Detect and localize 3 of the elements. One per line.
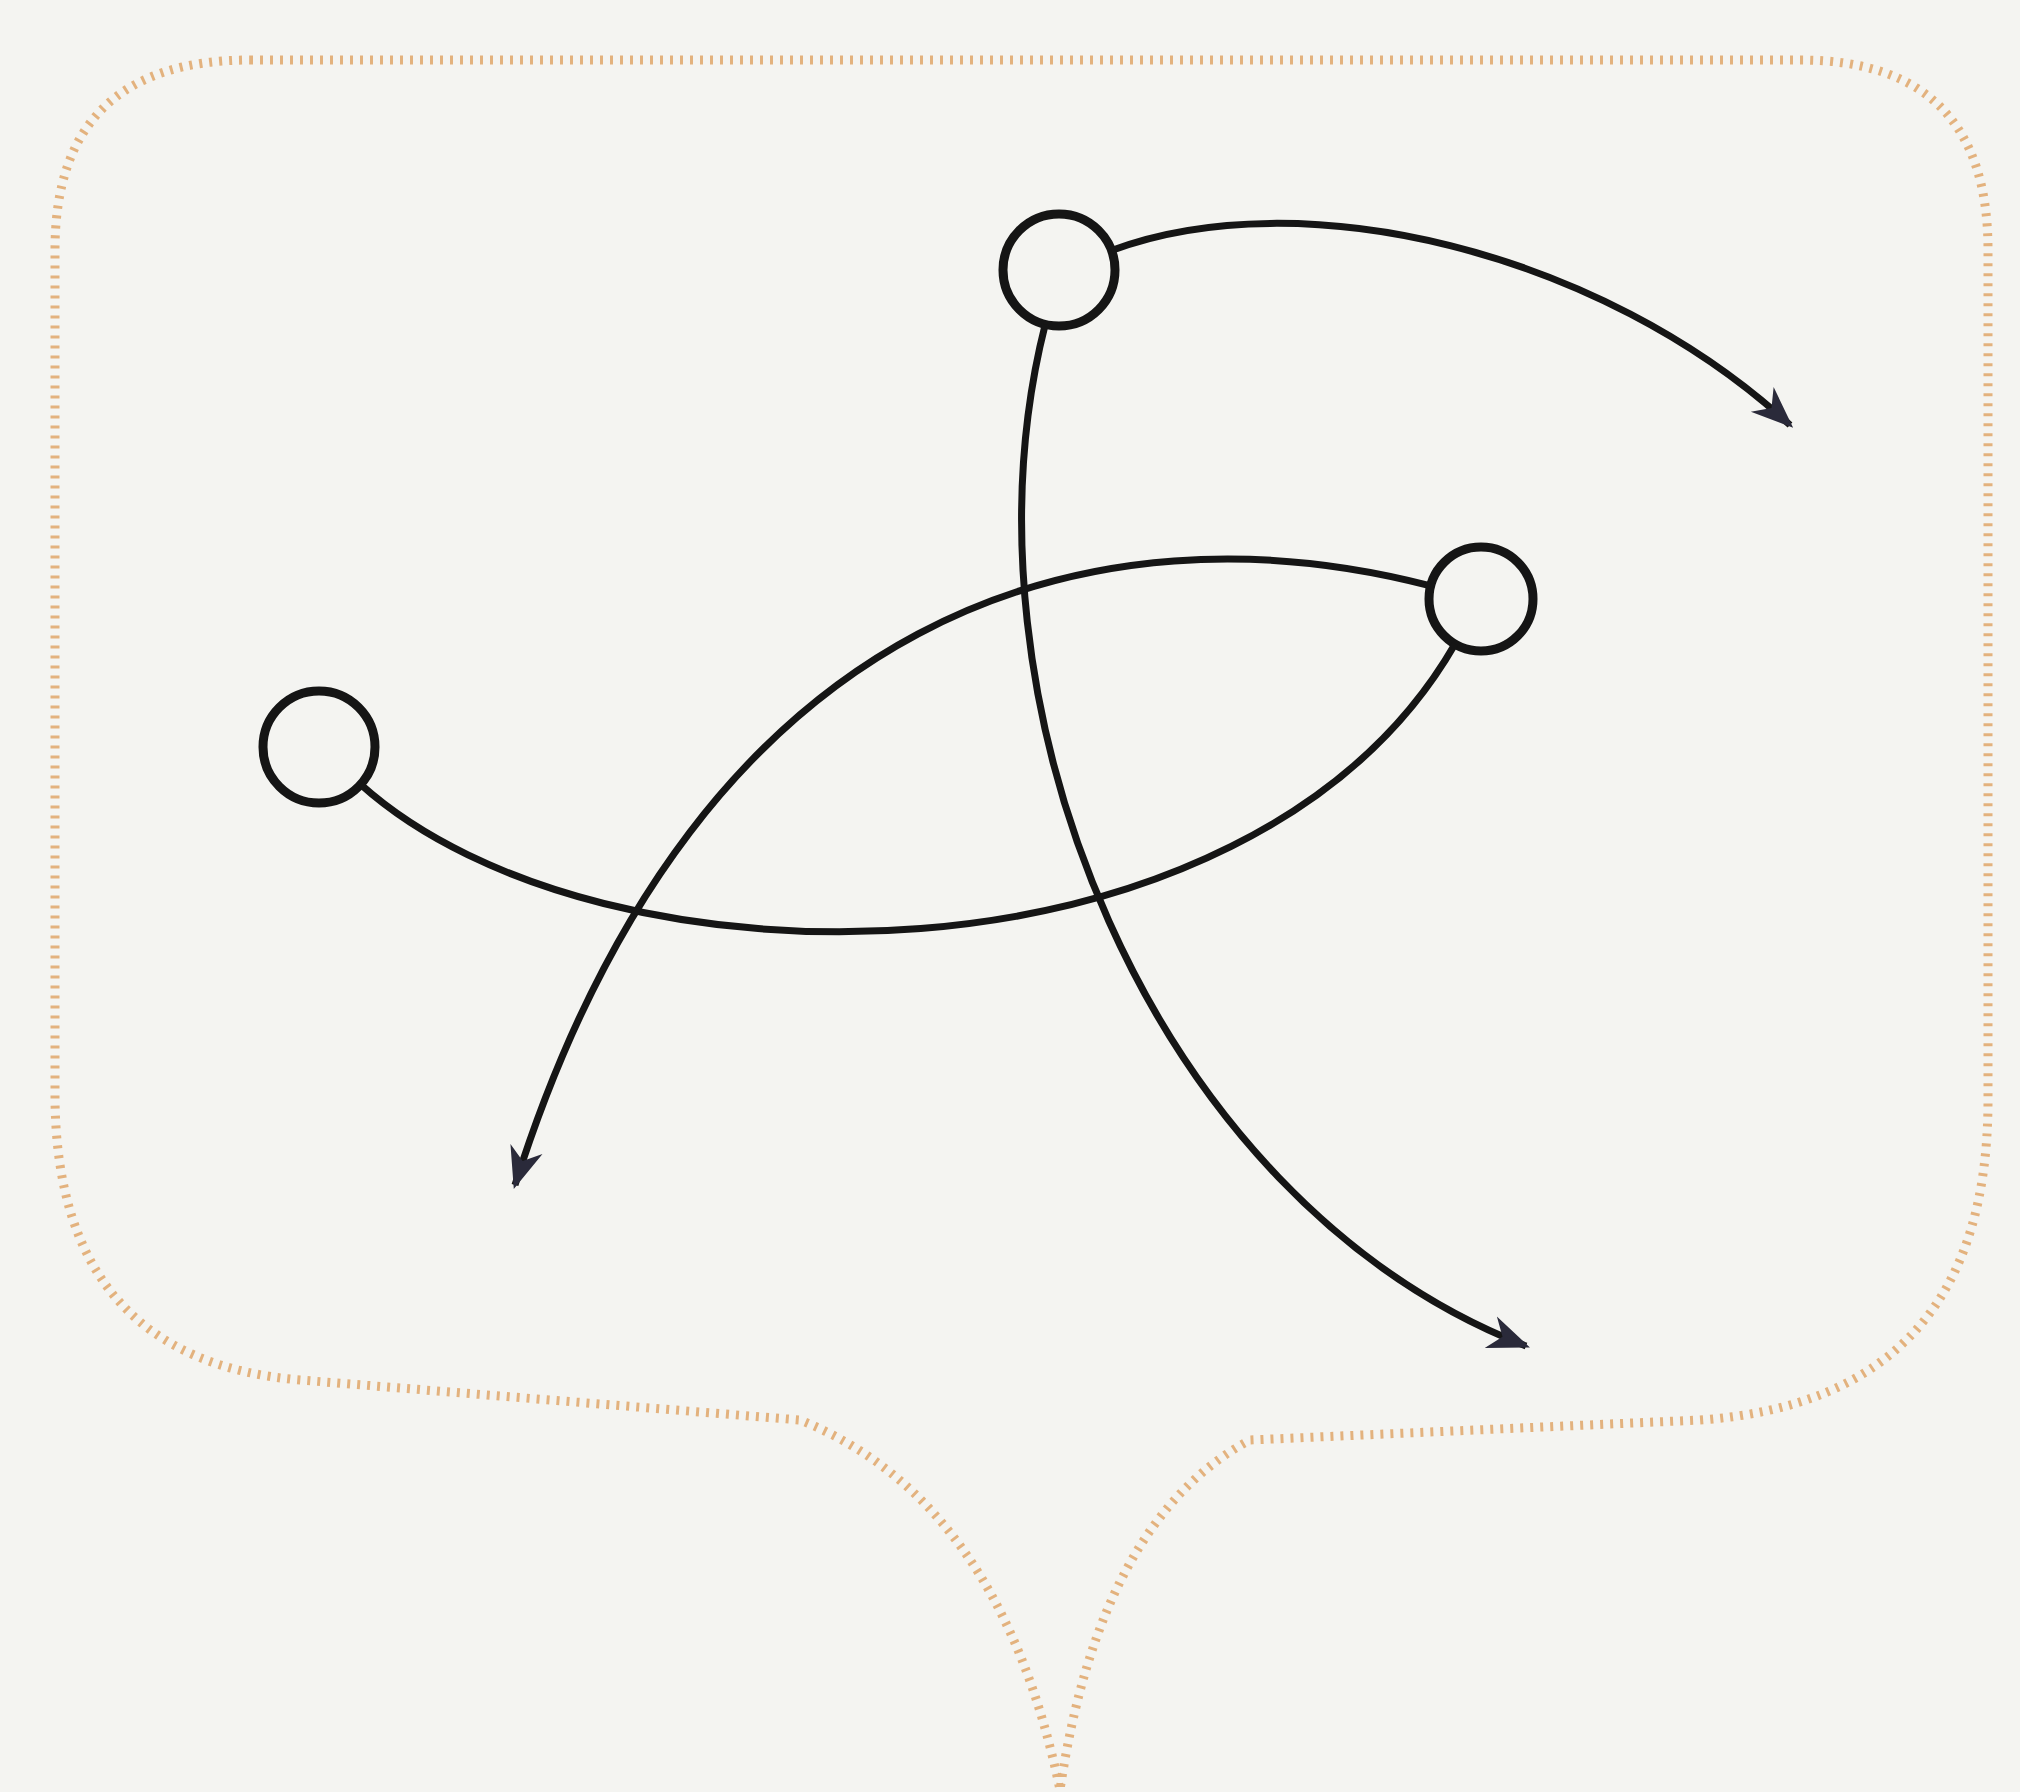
- circle-node: [998, 209, 1120, 331]
- circle-node: [1424, 542, 1538, 656]
- circle-node: [258, 686, 380, 808]
